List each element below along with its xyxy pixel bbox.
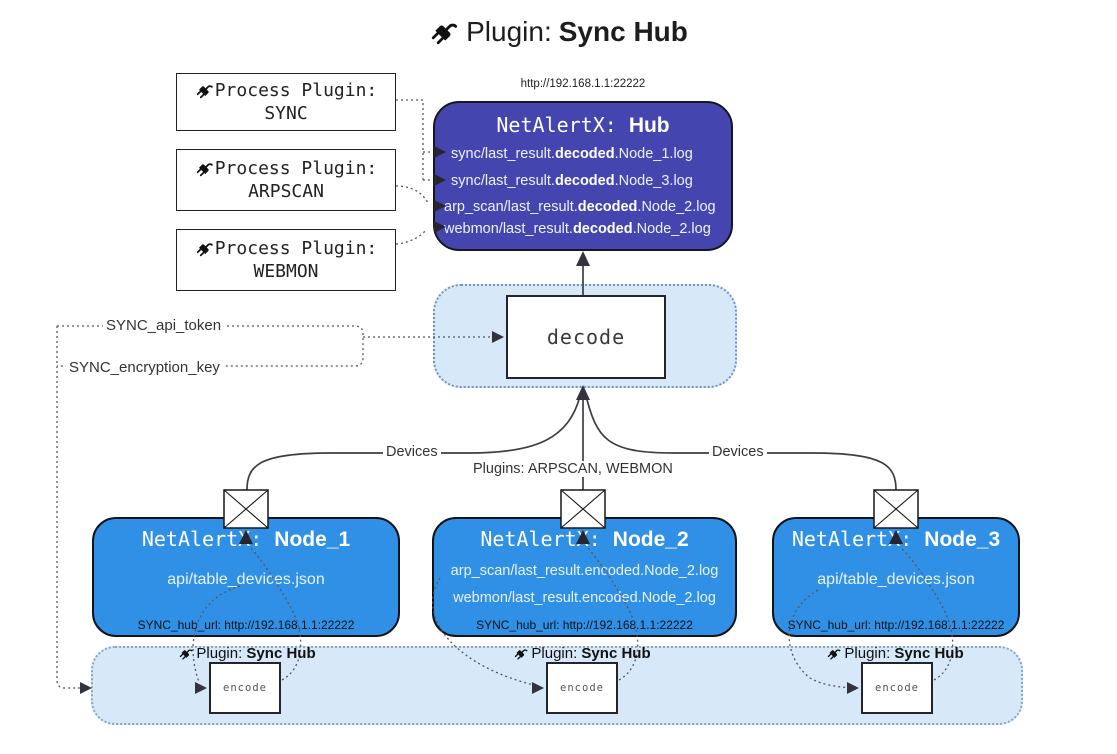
hub-log-line: arp_scan/last_result.decoded.Node_2.log [444,199,716,215]
node-file-line: webmon/last_result.encoded.Node_2.log [453,590,716,606]
node-file-line: arp_scan/last_result.encoded.Node_2.log [450,563,719,579]
encode-box-2: encode [546,662,618,714]
devices-label-right: Devices [709,444,767,460]
plug-icon [429,17,459,47]
node-title: NetAlertX: Node_1 [141,527,351,551]
hub-title-bold: Hub [628,114,670,137]
plug-icon [513,646,528,661]
page-title-prefix: Plugin: [466,16,552,47]
plug-icon [195,159,214,178]
node-2-box: NetAlertX: Node_2 arp_scan/last_result.e… [432,517,737,637]
dotted-arpscan-to-hub [395,185,429,204]
hub-title: NetAlertX: Hub [435,113,731,138]
process-plugin-box-webmon: Process Plugin: WEBMON [176,229,396,291]
hub-log-line: sync/last_result.decoded.Node_1.log [451,146,693,162]
band-plugin-label-2: Plugin: Sync Hub [513,645,651,662]
node-footer: SYNC_hub_url: http://192.168.1.1:22222 [787,618,1005,632]
process-plugin-name: SYNC [264,103,308,124]
hub-log-line: webmon/last_result.decoded.Node_2.log [444,221,711,237]
process-plugin-box-arpscan: Process Plugin: ARPSCAN [176,149,396,211]
process-plugin-label: Process Plugin: [214,238,378,259]
node-3-box: NetAlertX: Node_3 api/table_devices.json… [772,517,1020,637]
plug-icon [195,81,214,100]
dotted-sync-to-hub [396,99,432,181]
plug-icon [195,239,214,258]
decode-box: decode [506,295,666,379]
encode-box-3: encode [861,662,933,714]
plug-icon [826,646,841,661]
sync-encryption-key-label: SYNC_encryption_key [66,359,223,376]
node-file-line: api/table_devices.json [817,571,975,588]
arrowhead-into-hub [576,251,590,266]
hub-log-line: sync/last_result.decoded.Node_3.log [451,173,693,189]
node-file-line: api/table_devices.json [167,571,325,588]
node-footer: SYNC_hub_url: http://192.168.1.1:22222 [137,618,355,632]
node-title: NetAlertX: Node_2 [480,527,689,551]
process-plugin-name: ARPSCAN [248,181,324,202]
band-plugin-label-1: Plugin: Sync Hub [178,645,316,662]
node-title: NetAlertX: Node_3 [791,527,1001,551]
page-title-bold: Sync Hub [558,16,688,47]
hub-url-label: http://192.168.1.1:22222 [520,78,646,90]
process-plugin-label: Process Plugin: [214,158,378,179]
devices-label-left: Devices [383,444,441,460]
encode-box-1: encode [209,662,281,714]
hub-title-prefix: NetAlertX: [496,113,629,137]
node-footer: SYNC_hub_url: http://192.168.1.1:22222 [476,618,693,632]
band-plugin-label-3: Plugin: Sync Hub [826,645,964,662]
dotted-webmon-to-hub [395,229,427,245]
sync-api-token-label: SYNC_api_token [103,317,225,334]
plug-icon [178,646,193,661]
dotted-settings-to-band [56,326,80,689]
plugins-label-mid: Plugins: ARPSCAN, WEBMON [470,461,676,477]
process-plugin-box-sync: Process Plugin: SYNC [176,73,396,131]
page-title: Plugin: Sync Hub [0,16,1117,48]
node-1-box: NetAlertX: Node_1 api/table_devices.json… [92,517,400,637]
process-plugin-name: WEBMON [253,261,319,282]
process-plugin-label: Process Plugin: [214,80,378,101]
hub-box: NetAlertX: Hub sync/last_result.decoded.… [433,101,733,251]
